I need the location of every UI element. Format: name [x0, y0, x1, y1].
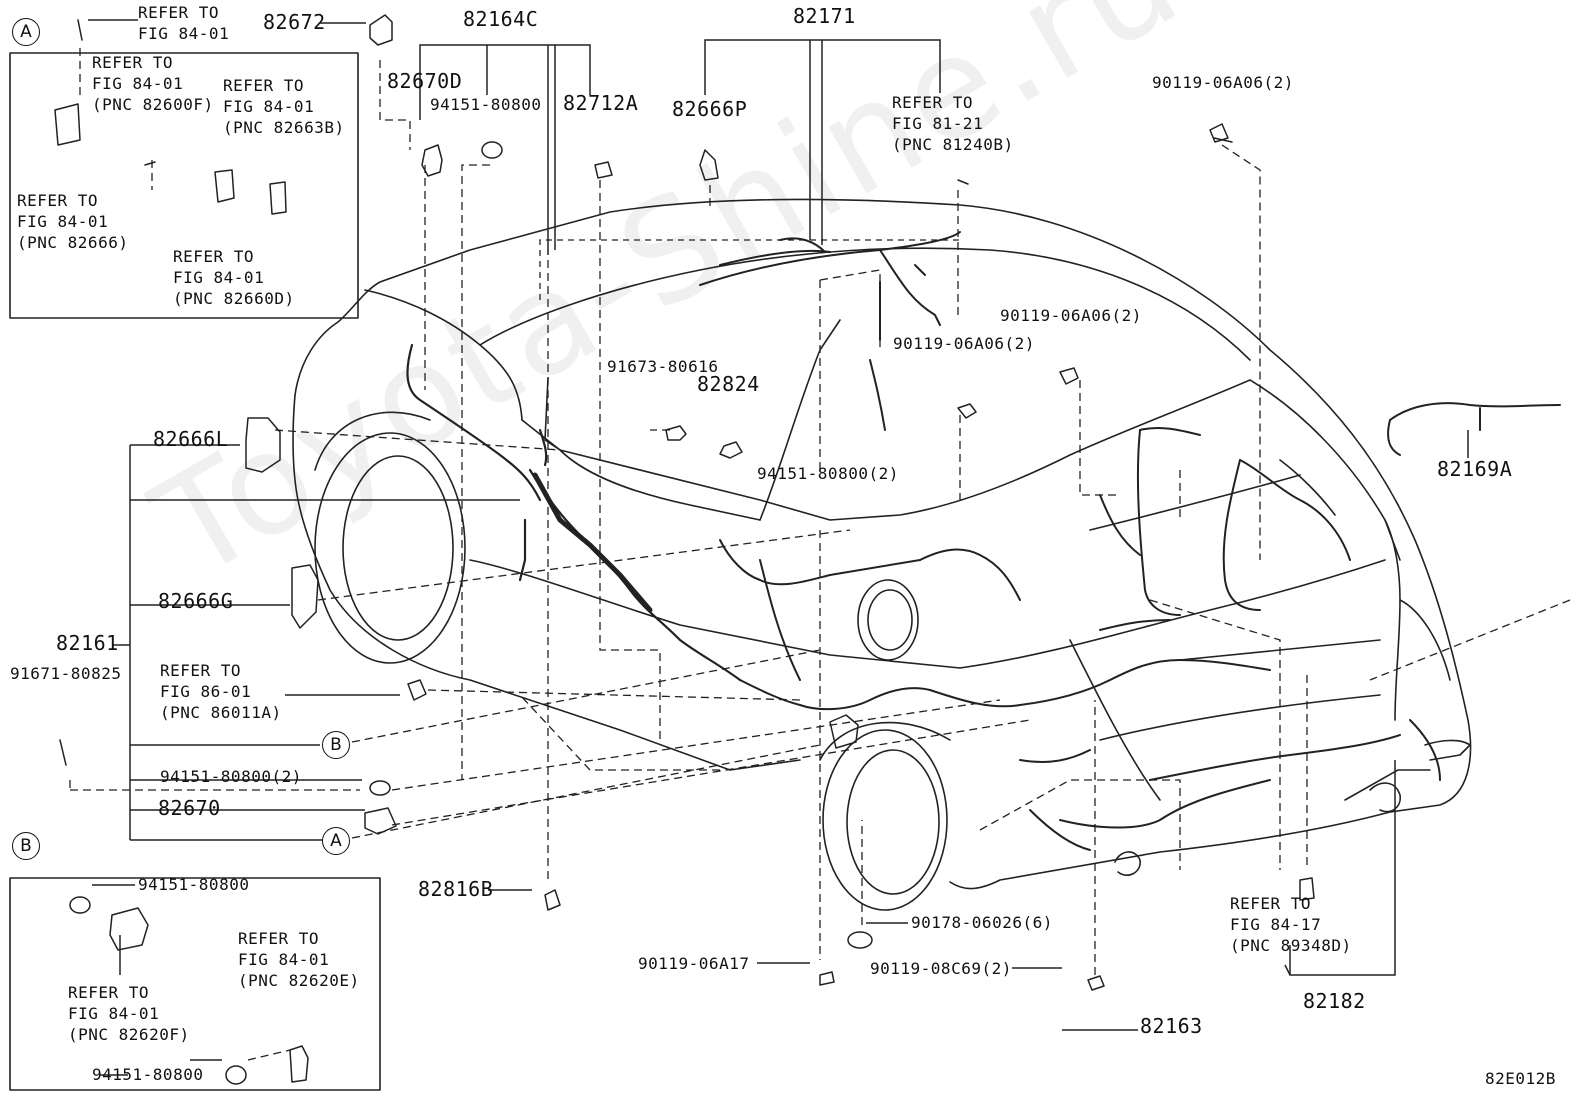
part-91671-80825: 91671-80825	[10, 664, 122, 683]
ref-line: FIG 81-21	[892, 114, 984, 133]
ref-line: FIG 84-01	[173, 268, 265, 287]
inset-a-ref-82663b: REFER TO FIG 84-01 (PNC 82663B)	[223, 75, 345, 138]
ref-line: (PNC 82663B)	[223, 118, 345, 137]
part-82670: 82670	[158, 796, 221, 820]
part-82666g: 82666G	[158, 589, 234, 613]
part-82182: 82182	[1303, 989, 1366, 1013]
ref-line: FIG 84-17	[1230, 915, 1322, 934]
front-harness	[406, 343, 742, 682]
roof-harness	[699, 231, 961, 431]
callout-b: B	[322, 731, 350, 759]
inset-b-part-bottom: 94151-80800	[92, 1065, 204, 1084]
part-82816b: 82816B	[418, 877, 494, 901]
ref-line: FIG 84-01	[68, 1004, 160, 1023]
ref-line: REFER TO	[17, 191, 99, 210]
part-icons	[54, 14, 1315, 1085]
part-82161: 82161	[56, 631, 119, 655]
ref-line: REFER TO	[238, 929, 320, 948]
front-wheel	[314, 411, 466, 664]
ref-line: REFER TO	[92, 53, 174, 72]
ref-line: REFER TO	[173, 247, 255, 266]
inset-a-marker: A	[12, 18, 40, 46]
callout-a: A	[322, 827, 350, 855]
part-82163: 82163	[1140, 1014, 1203, 1038]
ref-line: (PNC 82666)	[17, 233, 129, 252]
part-90178-06026-6: 90178-06026(6)	[911, 913, 1053, 932]
ref-line: REFER TO	[223, 76, 305, 95]
dashed-leaders	[69, 48, 1571, 1061]
ref-line: (PNC 82620E)	[238, 971, 360, 990]
car-body-outline	[292, 198, 1472, 890]
part-82672: 82672	[263, 10, 326, 34]
part-82169a: 82169A	[1437, 457, 1513, 481]
floor-harness	[719, 402, 1561, 851]
ref-line: REFER TO	[68, 983, 150, 1002]
part-82824: 82824	[697, 372, 760, 396]
ref-line: (PNC 82600F)	[92, 95, 214, 114]
leaders	[88, 19, 1469, 1076]
ref-line: FIG 86-01	[160, 682, 252, 701]
rear-wheel	[819, 721, 951, 911]
part-90119-06a06-2-mid: 90119-06A06(2)	[1000, 306, 1142, 325]
inset-a-ref-top: REFER TO FIG 84-01	[138, 2, 229, 44]
ref-line: (PNC 86011A)	[160, 703, 282, 722]
part-90119-06a17: 90119-06A17	[638, 954, 750, 973]
inset-a-frame	[9, 52, 359, 319]
ref-line: REFER TO	[1230, 894, 1312, 913]
ref-fig-81-21: REFER TO FIG 81-21 (PNC 81240B)	[892, 92, 1014, 155]
ref-line: (PNC 82660D)	[173, 289, 295, 308]
ref-line: FIG 84-01	[138, 24, 230, 43]
ref-line: FIG 84-01	[17, 212, 109, 231]
part-90119-06a06-2-top: 90119-06A06(2)	[1152, 73, 1294, 92]
ref-line: REFER TO	[892, 93, 974, 112]
inset-b-frame	[9, 877, 381, 1091]
drawing-code: 82E012B	[1485, 1069, 1556, 1088]
inset-b-part-top: 94151-80800	[138, 875, 250, 894]
ref-line: (PNC 81240B)	[892, 135, 1014, 154]
part-82666p: 82666P	[672, 97, 748, 121]
part-82670d: 82670D	[387, 69, 463, 93]
part-91673-80616: 91673-80616	[607, 357, 719, 376]
part-94151-80800-2-mid: 94151-80800(2)	[757, 464, 899, 483]
part-94151-80800-2-low: 94151-80800(2)	[160, 767, 302, 786]
inset-b-ref-82620f: REFER TO FIG 84-01 (PNC 82620F)	[68, 982, 190, 1045]
inset-a-ref-82600f: REFER TO FIG 84-01 (PNC 82600F)	[92, 52, 214, 115]
ref-line: (PNC 82620F)	[68, 1025, 190, 1044]
part-82164c: 82164C	[463, 7, 539, 31]
spare-wheel	[857, 579, 919, 661]
inset-b-marker: B	[12, 832, 40, 860]
part-82712a: 82712A	[563, 91, 639, 115]
part-82171: 82171	[793, 4, 856, 28]
ref-line: (PNC 89348D)	[1230, 936, 1352, 955]
inset-b-ref-82620e: REFER TO FIG 84-01 (PNC 82620E)	[238, 928, 360, 991]
ref-line: FIG 84-01	[223, 97, 315, 116]
ref-line: REFER TO	[138, 3, 220, 22]
inset-a-ref-82666: REFER TO FIG 84-01 (PNC 82666)	[17, 190, 128, 253]
ref-line: FIG 84-01	[92, 74, 184, 93]
ref-fig-84-17: REFER TO FIG 84-17 (PNC 89348D)	[1230, 893, 1352, 956]
part-82666l: 82666L	[153, 427, 229, 451]
ref-line: REFER TO	[160, 661, 242, 680]
inset-a-ref-82660d: REFER TO FIG 84-01 (PNC 82660D)	[173, 246, 295, 309]
part-94151-80800-top: 94151-80800	[430, 95, 542, 114]
part-90119-08c69-2: 90119-08C69(2)	[870, 959, 1012, 978]
ref-fig-86-01: REFER TO FIG 86-01 (PNC 86011A)	[160, 660, 282, 723]
ref-line: FIG 84-01	[238, 950, 330, 969]
part-90119-06a06-2-low: 90119-06A06(2)	[893, 334, 1035, 353]
